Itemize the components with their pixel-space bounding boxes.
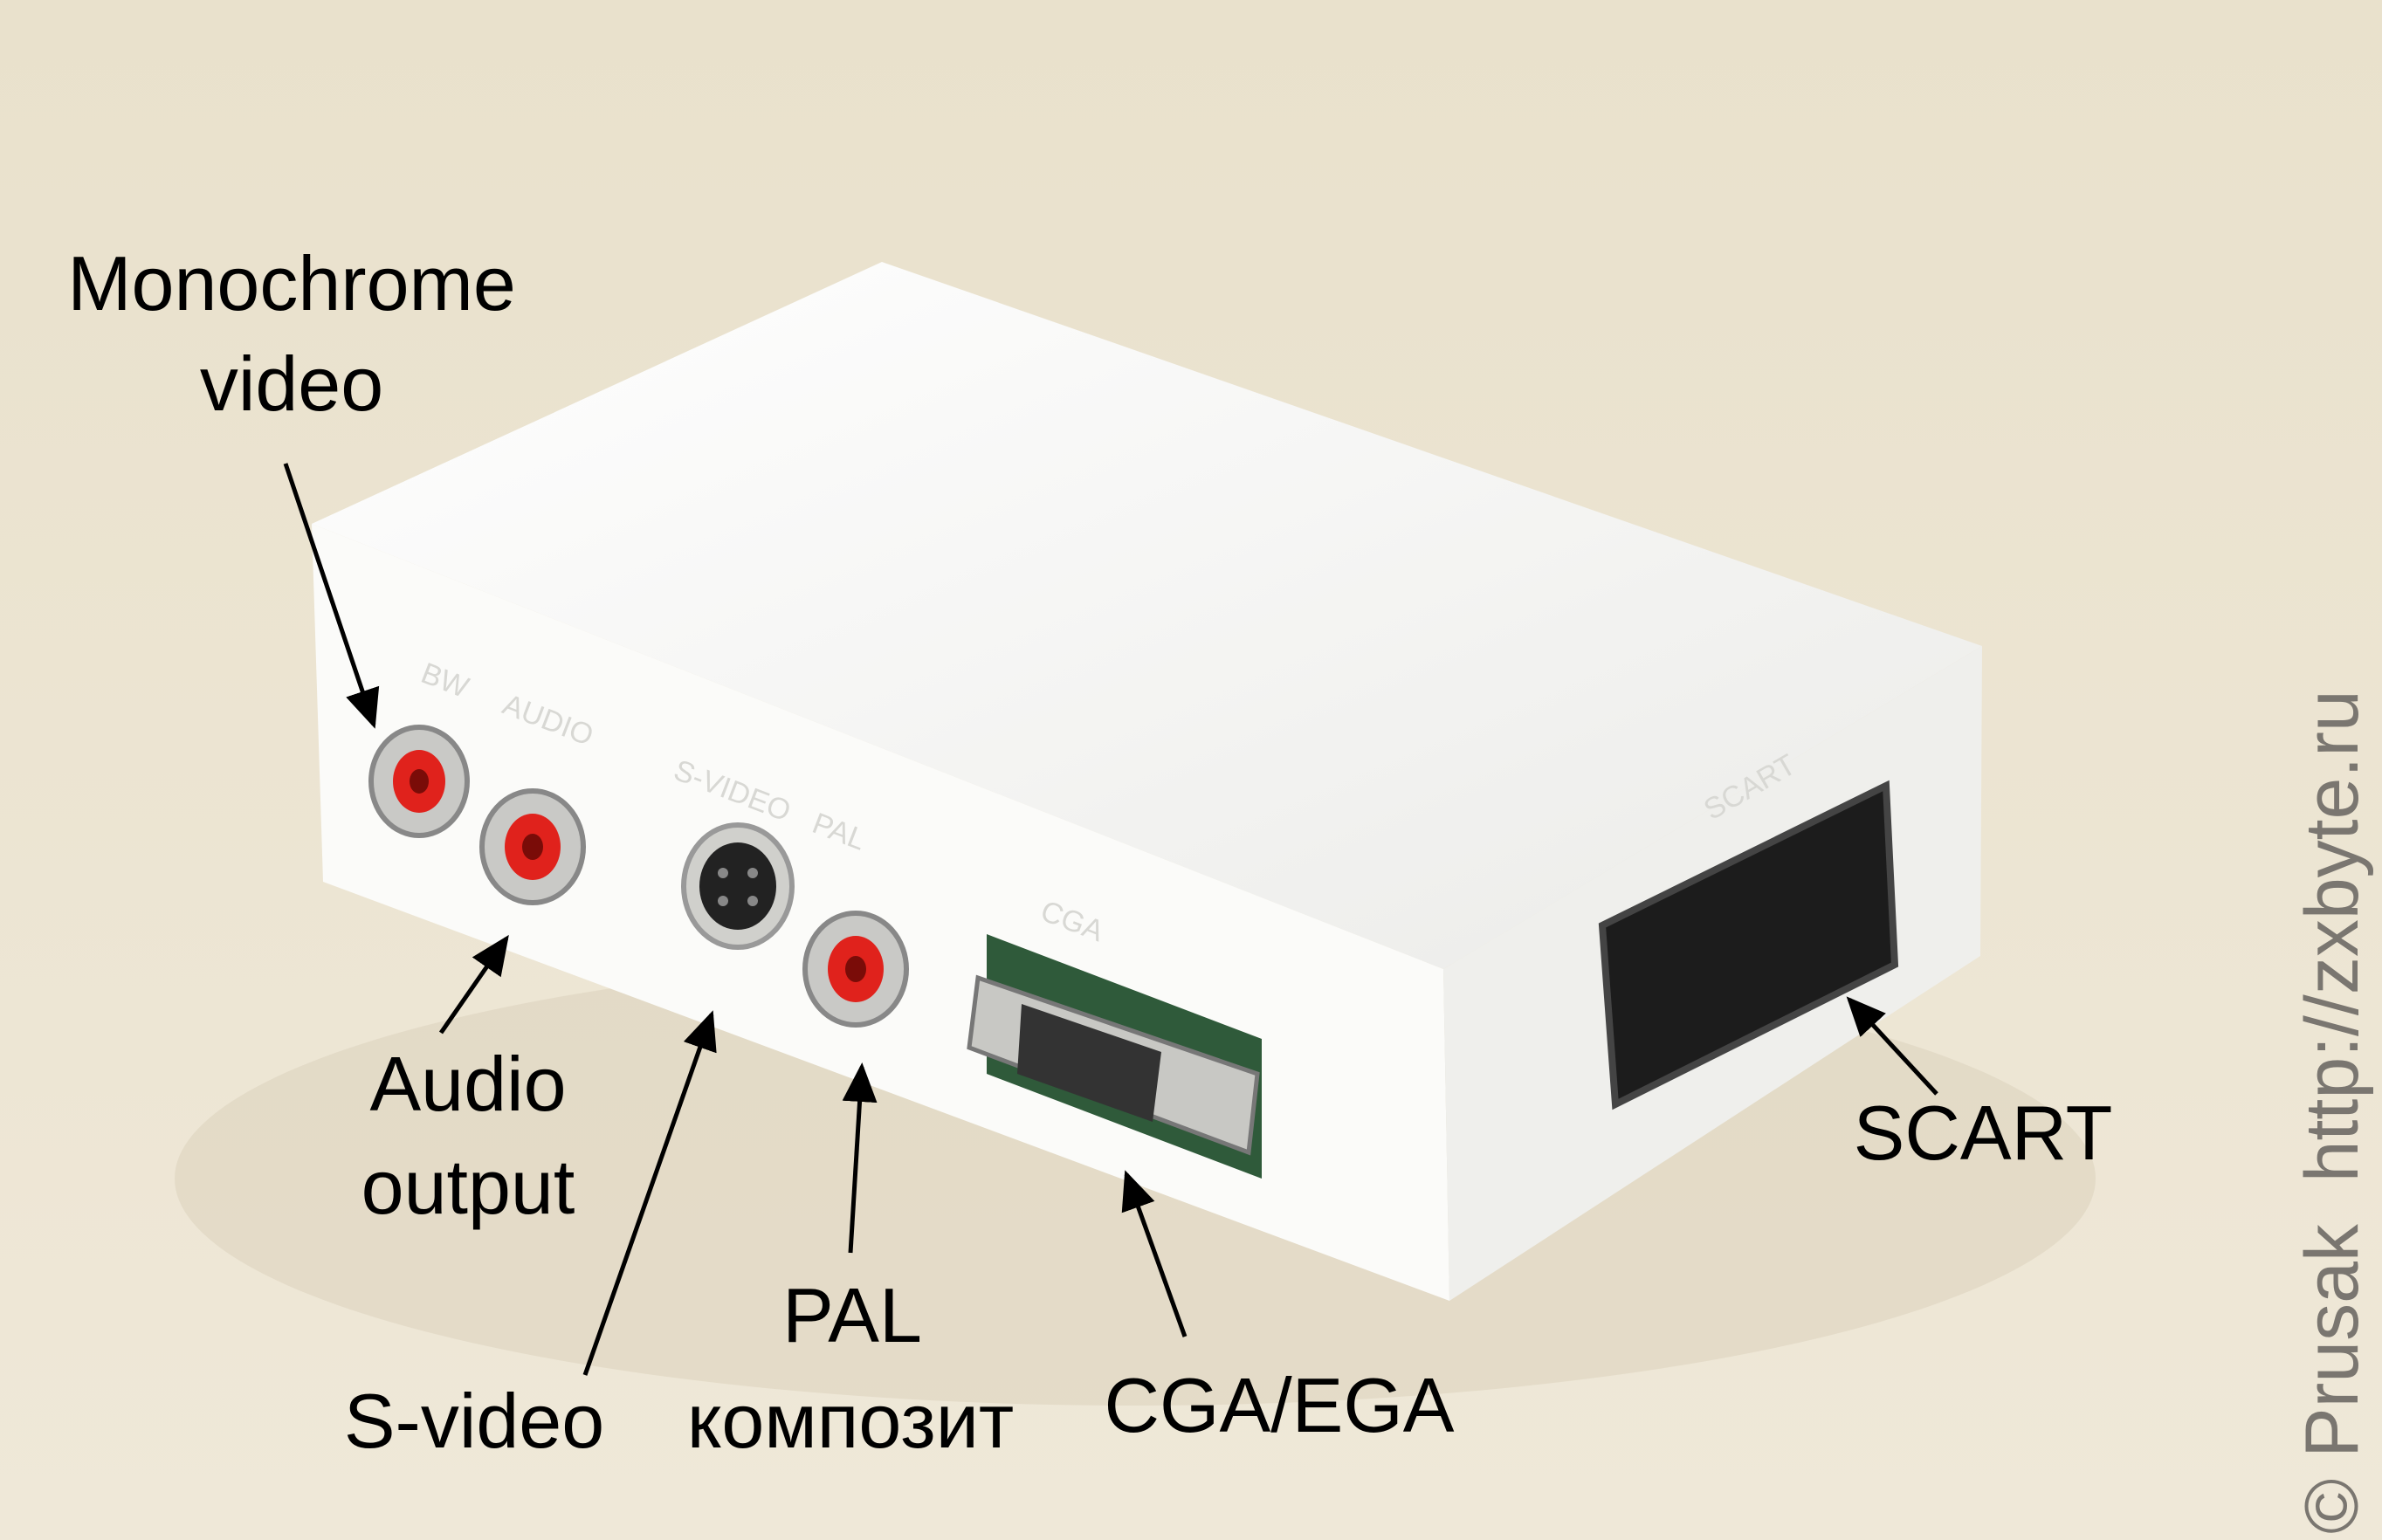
rca-audio-jack	[479, 788, 586, 905]
label-audio-line2: output	[361, 1144, 575, 1230]
converter-box: BW AUDIO S-VIDEO PAL CGA SCART	[312, 262, 1982, 1301]
label-pal-line1: PAL	[782, 1272, 922, 1358]
watermark: © Prusak http://zxbyte.ru	[2290, 690, 2374, 1534]
label-monochrome-line1: Monochrome	[67, 240, 516, 327]
rca-bw-jack	[368, 725, 470, 838]
annotations: Monochrome video Audio output S-video PA…	[67, 240, 2112, 1464]
arrow-scart	[1846, 996, 1938, 1096]
arrow-svideo	[582, 1010, 717, 1376]
label-svideo: S-video	[344, 1378, 604, 1464]
arrow-cga	[1121, 1170, 1188, 1337]
rca-pal-jack	[802, 911, 909, 1028]
svideo-jack	[681, 822, 795, 950]
label-cga-ega: CGA/EGA	[1105, 1362, 1455, 1448]
label-monochrome-line2: video	[200, 340, 383, 427]
box-top	[312, 262, 1982, 969]
arrow-monochrome	[283, 463, 380, 729]
label-scart: SCART	[1854, 1090, 2113, 1176]
arrow-audio	[438, 934, 509, 1035]
label-pal-line2: композит	[687, 1378, 1014, 1464]
db9-cga-connector	[967, 934, 1262, 1179]
arrow-pal	[842, 1062, 878, 1254]
scart-connector	[1598, 780, 1899, 1110]
label-audio-line1: Audio	[369, 1041, 566, 1127]
